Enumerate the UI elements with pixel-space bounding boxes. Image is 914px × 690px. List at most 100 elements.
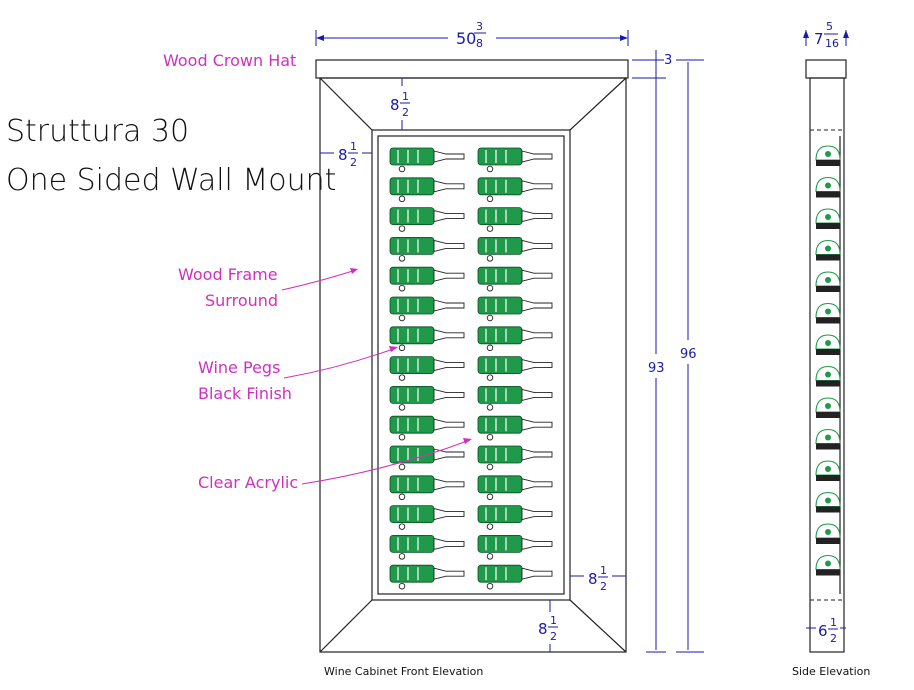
- side-crown: [805, 59, 847, 79]
- wine-bottle: [389, 147, 465, 173]
- wine-bottle: [477, 415, 553, 441]
- top-margin-num: 1: [402, 90, 409, 103]
- wine-bottle: [477, 236, 553, 262]
- wine-bottle: [477, 266, 553, 292]
- dim-side-bottom: 6 1 2: [806, 616, 846, 645]
- overall-width-den: 8: [476, 37, 483, 50]
- leader-pegs: [283, 347, 397, 379]
- wine-bottle: [477, 177, 553, 203]
- label-pegs-1: Wine Pegs: [198, 358, 280, 377]
- label-acrylic: Clear Acrylic: [198, 473, 298, 492]
- caption-front: Wine Cabinet Front Elevation: [324, 665, 483, 678]
- side-bottom-den: 2: [830, 632, 837, 645]
- inner-opening: [371, 129, 571, 601]
- side-bottle-end: [815, 491, 841, 513]
- crown-hat: [315, 59, 629, 79]
- wine-bottle: [389, 445, 465, 471]
- outer-frame: [319, 77, 627, 653]
- crown-height-value: 3: [664, 53, 672, 68]
- side-elevation: [805, 59, 847, 653]
- wine-bottle: [477, 505, 553, 530]
- side-bottle-end: [815, 208, 841, 229]
- side-depth-den: 16: [825, 37, 839, 50]
- dim-overall-height: 96: [676, 59, 704, 653]
- wine-bottle: [389, 415, 465, 441]
- wine-bottle: [389, 296, 465, 322]
- side-bottle-end: [815, 334, 841, 355]
- dim-left-margin: 8 1 2: [320, 140, 372, 169]
- title-line-2: One Sided Wall Mount: [6, 163, 336, 198]
- bottom-margin-whole: 8: [538, 620, 548, 638]
- overall-width-num: 3: [476, 20, 483, 33]
- label-frame-1: Wood Frame: [178, 265, 278, 284]
- wine-bottle: [389, 475, 465, 501]
- wine-bottle: [477, 296, 553, 322]
- right-margin-den: 2: [600, 580, 607, 593]
- side-bottle-end: [815, 365, 841, 387]
- side-bottom-num: 1: [830, 616, 837, 629]
- wine-bottle: [477, 564, 553, 590]
- top-margin-den: 2: [402, 106, 409, 119]
- bevel-top-left: [319, 77, 373, 131]
- side-bottle-end: [815, 428, 841, 450]
- side-bottom-whole: 6: [818, 622, 828, 640]
- side-bottle-end: [815, 554, 841, 576]
- dim-bottom-margin: 8 1 2: [538, 600, 558, 652]
- dim-inner-height: 93: [646, 77, 666, 653]
- inner-height-value: 93: [648, 361, 665, 376]
- dim-crown-height: 3: [632, 50, 672, 88]
- left-margin-whole: 8: [338, 146, 348, 164]
- front-elevation: [315, 59, 629, 653]
- left-margin-num: 1: [350, 140, 357, 153]
- wine-bottle: [389, 535, 465, 560]
- side-depth-num: 5: [826, 20, 833, 33]
- bevel-bottom-right: [569, 599, 627, 653]
- wine-bottle: [477, 356, 553, 381]
- wine-bottle: [389, 207, 465, 232]
- side-bottle-grid: [815, 145, 841, 576]
- side-bottle-end: [815, 271, 841, 292]
- side-bottle-end: [815, 145, 841, 166]
- top-margin-whole: 8: [390, 96, 400, 114]
- side-bottle-end: [815, 302, 841, 324]
- title-line-1: Struttura 30: [6, 114, 189, 149]
- bottle-grid: [389, 147, 553, 590]
- wine-bottle: [477, 207, 553, 232]
- wine-bottle: [389, 356, 465, 381]
- bevel-bottom-left: [319, 599, 373, 653]
- wine-bottle: [389, 236, 465, 262]
- wine-bottle: [477, 147, 553, 173]
- wine-bottle: [389, 564, 465, 590]
- wine-bottle: [477, 475, 553, 501]
- wine-bottle: [389, 326, 465, 352]
- overall-height-value: 96: [680, 347, 697, 362]
- dim-top-margin: 8 1 2: [390, 78, 410, 130]
- wine-bottle: [477, 385, 553, 411]
- bottom-margin-den: 2: [550, 630, 557, 643]
- dim-right-margin: 8 1 2: [570, 564, 626, 593]
- side-depth-whole: 7: [814, 30, 824, 48]
- bottom-margin-num: 1: [550, 614, 557, 627]
- leader-acrylic: [301, 439, 471, 485]
- wine-bottle: [389, 385, 465, 411]
- side-bottle-end: [815, 239, 841, 261]
- left-margin-den: 2: [350, 156, 357, 169]
- wine-bottle: [477, 445, 553, 471]
- side-body: [809, 77, 845, 653]
- side-bottle-end: [815, 176, 841, 198]
- label-pegs-2: Black Finish: [198, 384, 292, 403]
- wine-bottle: [389, 266, 465, 292]
- side-bottle-end: [815, 460, 841, 481]
- side-bottle-end: [815, 397, 841, 418]
- dim-overall-width: 50 3 8: [315, 20, 629, 50]
- right-margin-num: 1: [600, 564, 607, 577]
- leader-frame: [281, 269, 357, 291]
- overall-width-whole: 50: [456, 29, 476, 48]
- caption-side: Side Elevation: [792, 665, 870, 678]
- label-crown: Wood Crown Hat: [163, 51, 296, 70]
- side-bottle-end: [815, 523, 841, 544]
- wine-bottle: [389, 505, 465, 530]
- label-frame-2: Surround: [205, 291, 278, 310]
- acrylic-panel: [377, 135, 565, 595]
